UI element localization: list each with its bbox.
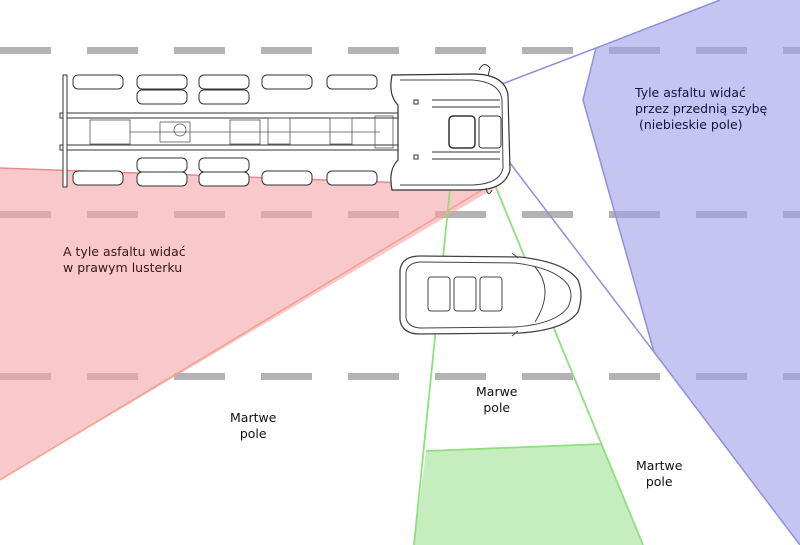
windshield-view-label: Tyle asfaltu widać przez przednią szybę …	[635, 85, 768, 132]
mirror-view-edge-bottom	[0, 189, 483, 481]
truck	[59, 64, 511, 194]
truck-wheel	[136, 89, 188, 105]
lane-dash	[348, 47, 399, 54]
truck-wheel	[136, 171, 188, 187]
truck-wheel	[72, 170, 124, 186]
truck-wheel	[198, 157, 250, 173]
lane-dash	[87, 47, 138, 54]
truck-wheel	[198, 171, 250, 187]
blind-spot-middle-label: Marwe pole	[476, 384, 518, 415]
blind-spot-right-label: Martwe pole	[636, 458, 683, 489]
truck-wheel	[326, 74, 378, 90]
mirror-view-label: A tyle asfaltu widać w prawym lusterku	[63, 244, 186, 275]
mirror-view-zone	[0, 168, 500, 480]
lane-dash	[174, 47, 225, 54]
car	[399, 252, 582, 337]
front-view-near-edge	[425, 443, 603, 452]
blind-spot-left-label: Martwe pole	[230, 410, 277, 441]
lane-dash	[435, 47, 486, 54]
truck-wheel	[198, 89, 250, 105]
lane-dash	[435, 211, 486, 218]
lane-dash	[348, 373, 399, 380]
truck-wheel	[326, 170, 378, 186]
lane-dash	[174, 373, 225, 380]
lane-dash	[609, 373, 660, 380]
lane-dash	[522, 373, 573, 380]
truck-wheel	[261, 74, 313, 90]
lane-dash	[261, 373, 312, 380]
lane-dash	[435, 373, 486, 380]
truck-wheel	[136, 74, 188, 90]
lane-dash	[522, 47, 573, 54]
windshield-view-zone	[583, 0, 800, 545]
lane-dash	[261, 47, 312, 54]
lane-dash	[0, 47, 51, 54]
truck-wheel	[72, 74, 124, 90]
windshield-view-edge	[582, 0, 800, 545]
truck-wheel	[198, 74, 250, 90]
truck-wheel	[136, 157, 188, 173]
truck-wheel	[261, 170, 313, 186]
front-view-zone	[414, 444, 643, 545]
lane-dash	[522, 211, 573, 218]
